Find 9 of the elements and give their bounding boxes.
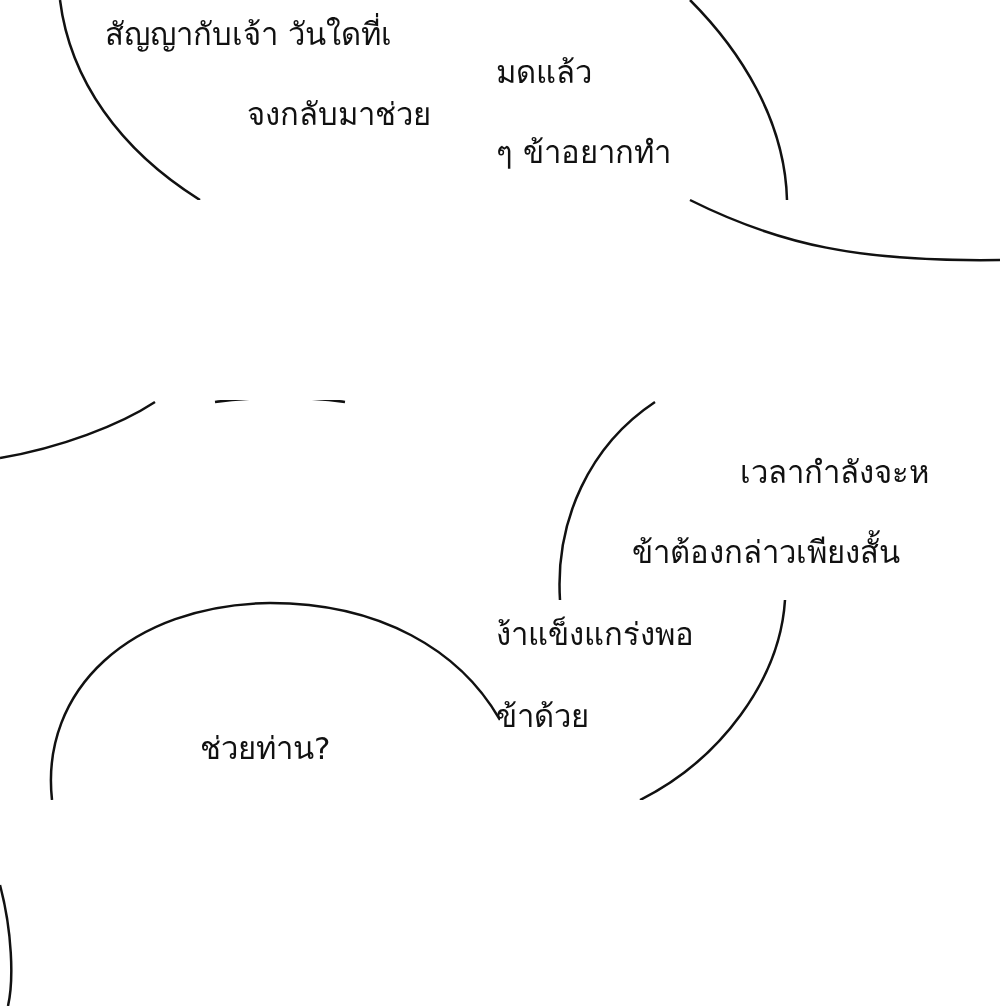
dialogue-text: เวลากำลังจะห [740, 453, 929, 492]
dialogue-text: ข้าด้วย [496, 697, 589, 736]
dialogue-text: ข้าต้องกล่าวเพียงสั้น [632, 532, 900, 573]
dialogue-text: ช่วยท่าน? [200, 729, 331, 768]
dialogue-text: สัญญากับเจ้า วันใดที่เ [105, 14, 392, 55]
dialogue-text: ๆ ข้าอยากทำ [496, 133, 671, 172]
dialogue-text: มดแล้ว [496, 53, 592, 92]
dialogue-text: ง้าแข็งแกร่งพอ [496, 615, 694, 654]
dialogue-text: จงกลับมาช่วย [247, 95, 431, 134]
